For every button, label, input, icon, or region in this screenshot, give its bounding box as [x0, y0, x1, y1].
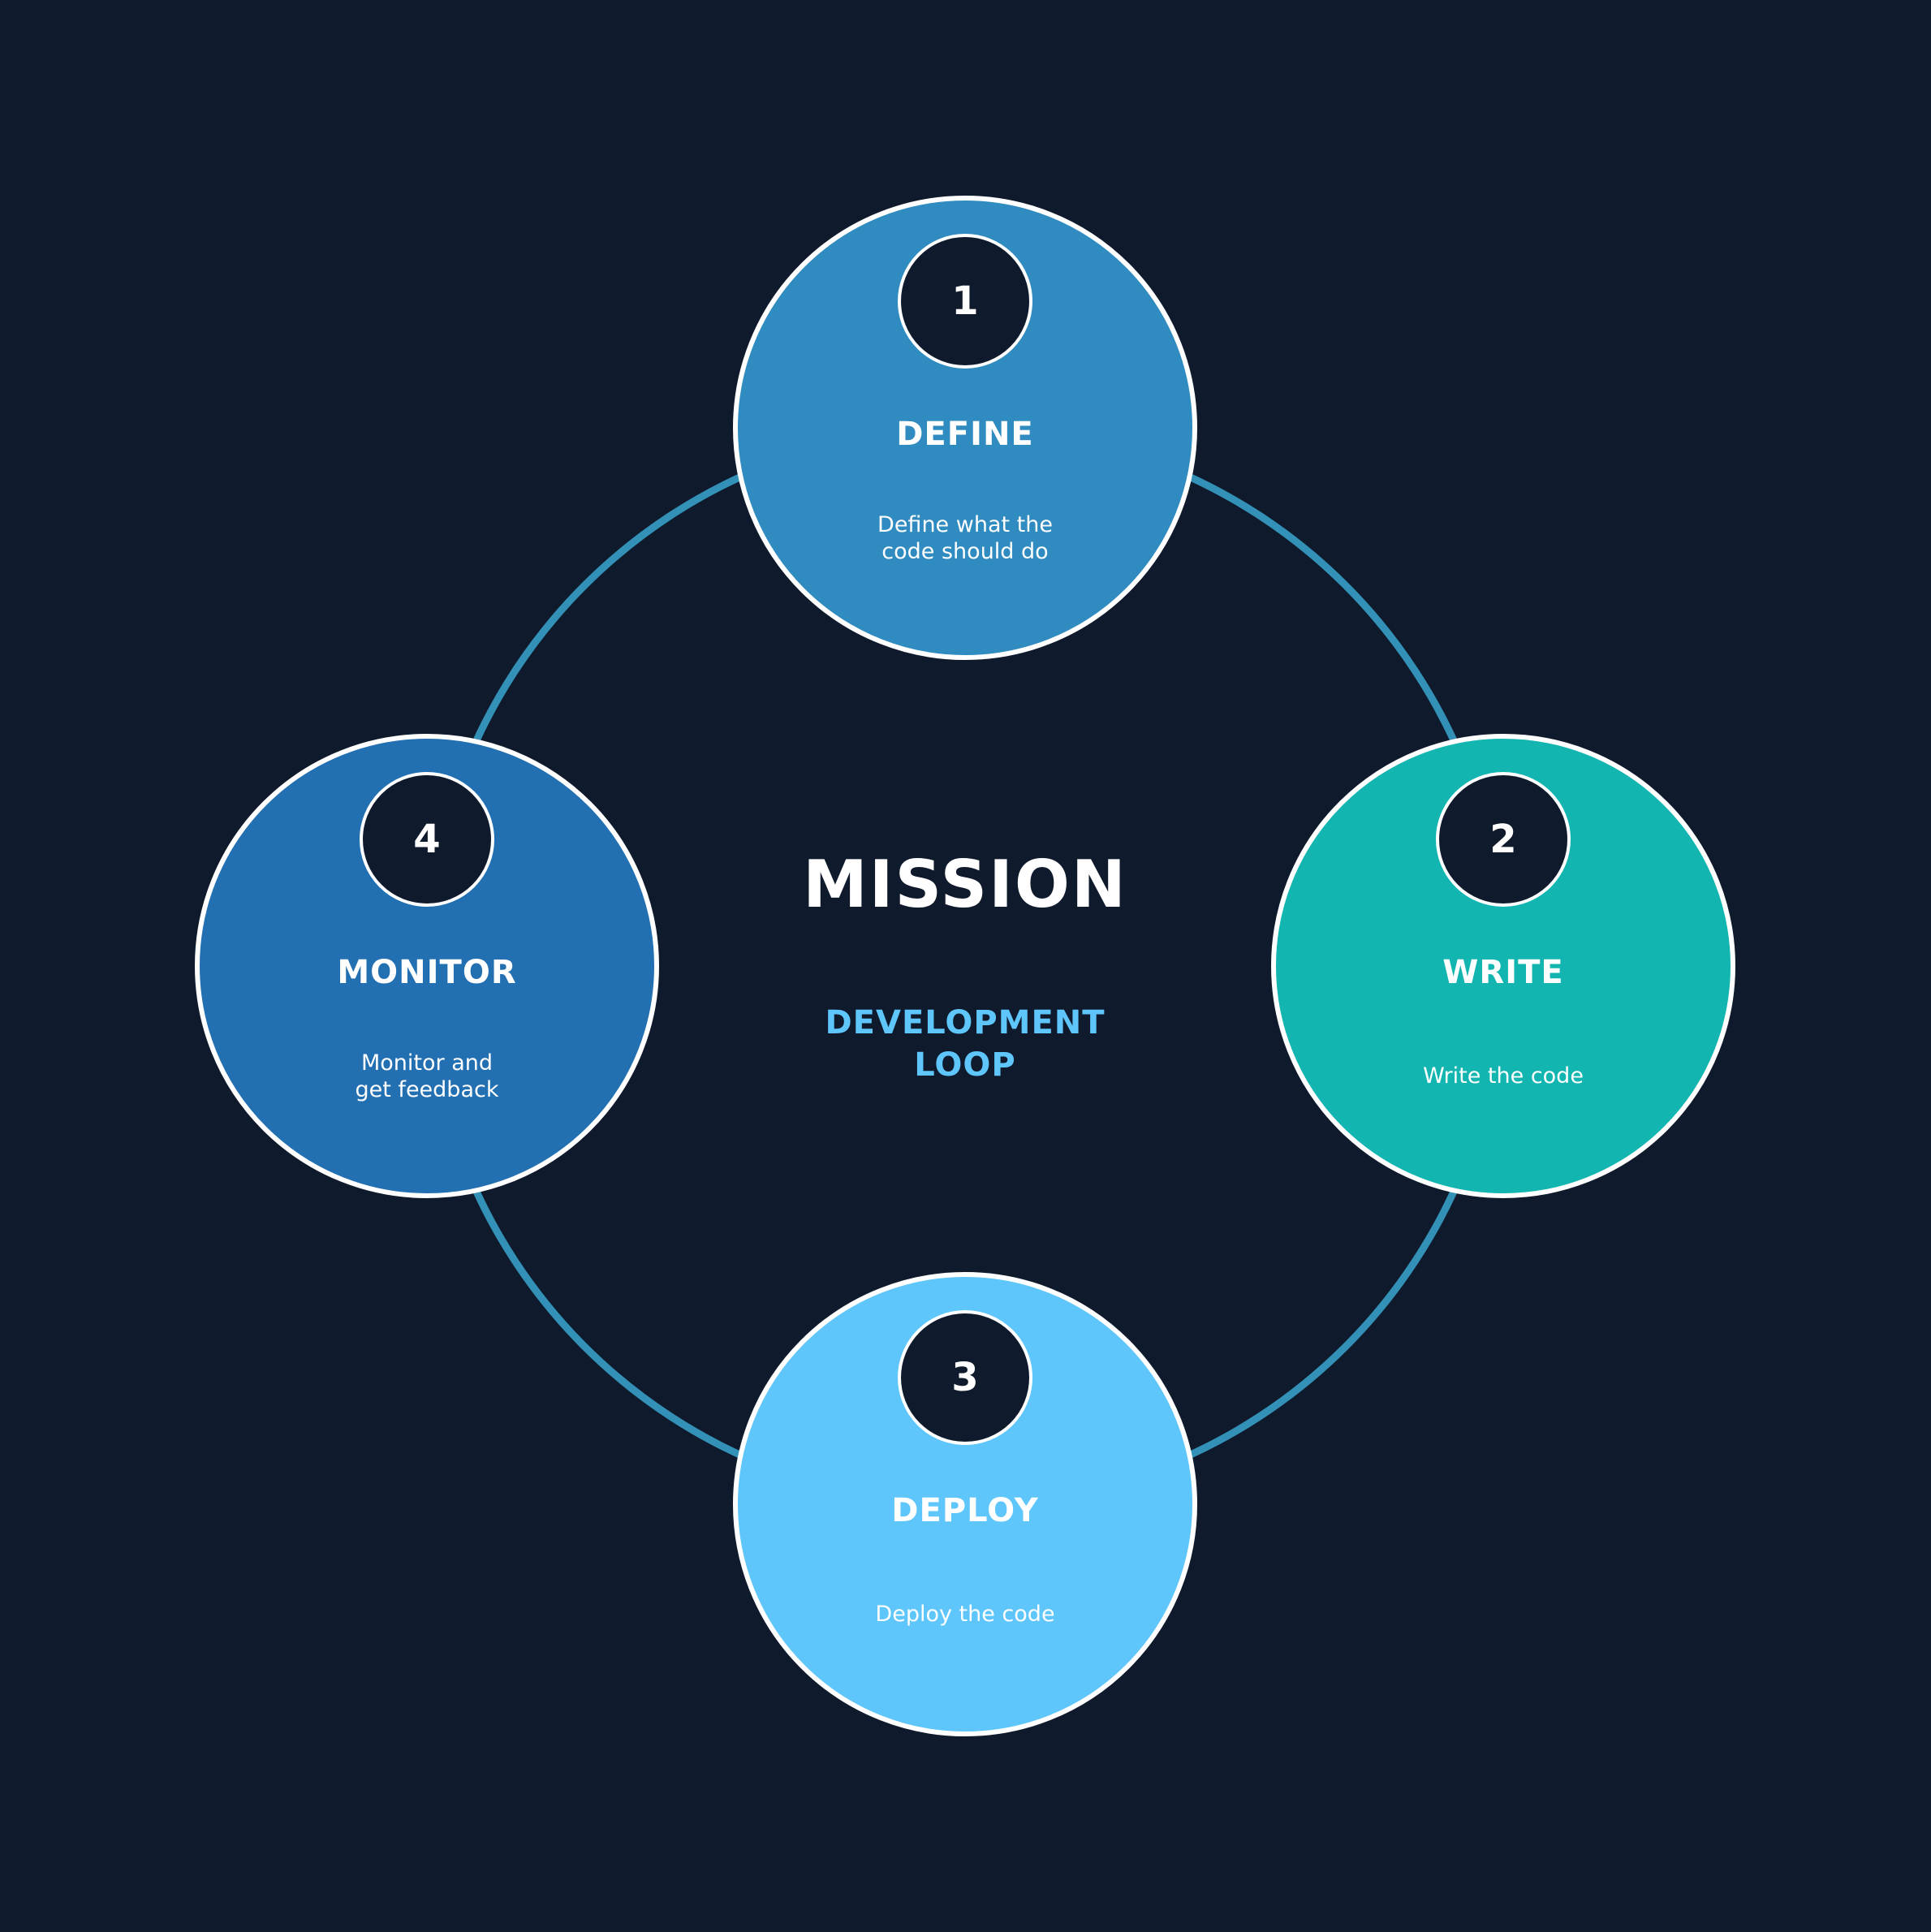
stage-deploy-number: 3 — [951, 1355, 978, 1400]
stage-monitor-desc-line2: get feedback — [356, 1077, 499, 1102]
stage-define-title: DEFINE — [896, 416, 1034, 453]
stage-write-circle — [1271, 734, 1735, 1198]
stage-monitor-number: 4 — [413, 817, 440, 862]
stage-write-number: 2 — [1489, 817, 1516, 862]
center-subtitle-line1: DEVELOPMENT — [825, 1004, 1105, 1041]
stage-define-badge — [898, 234, 1032, 369]
center-subtitle-line2: LOOP — [914, 1046, 1015, 1084]
stage-deploy-circle — [733, 1272, 1197, 1736]
stage-define: 1 DEFINE Define what the code should do — [733, 196, 1197, 660]
stage-deploy-badge — [898, 1310, 1032, 1445]
stage-define-desc-line1: Define what the — [877, 512, 1053, 537]
stage-write-desc-line1: Write the code — [1423, 1063, 1584, 1089]
stage-monitor-badge — [360, 772, 494, 907]
stage-write-title: WRITE — [1442, 954, 1563, 991]
stage-monitor-circle — [195, 734, 659, 1198]
stage-define-desc-line2: code should do — [881, 539, 1048, 564]
stage-monitor-desc-line1: Monitor and — [361, 1050, 493, 1076]
stage-monitor-title: MONITOR — [337, 954, 516, 991]
stage-define-circle — [733, 196, 1197, 660]
stage-deploy-title: DEPLOY — [891, 1492, 1038, 1529]
stage-write-badge — [1436, 772, 1571, 907]
stage-write: 2 WRITE Write the code — [1271, 734, 1735, 1198]
center-title: MISSION — [803, 847, 1127, 922]
stage-define-number: 1 — [951, 278, 978, 324]
stage-monitor: 4 MONITOR Monitor and get feedback — [195, 734, 659, 1198]
stage-deploy-desc-line1: Deploy the code — [875, 1602, 1054, 1627]
stage-deploy: 3 DEPLOY Deploy the code — [733, 1272, 1197, 1736]
center-label: MISSION DEVELOPMENT LOOP — [803, 847, 1127, 1084]
